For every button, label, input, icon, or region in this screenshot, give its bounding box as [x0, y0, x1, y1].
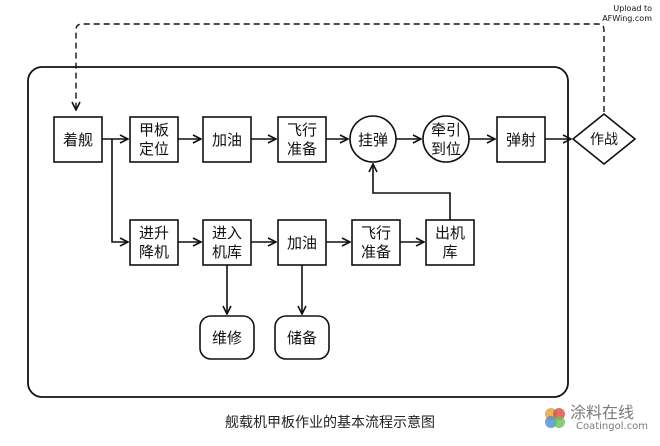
arrow-exit-to-mount — [373, 164, 451, 220]
node-maintenance-box — [199, 315, 255, 360]
upload-line2: AFWing.com — [602, 14, 652, 23]
watermark: 涂料在线 Coatingol.com — [536, 399, 656, 441]
arrow-landing-to-elevator — [111, 139, 128, 242]
watermark-en: Coatingol.com — [576, 421, 649, 432]
node-landing-label: 着舰 — [63, 131, 93, 149]
node-combat-label: 作战 — [590, 132, 618, 148]
return-loop-dashed — [76, 23, 605, 112]
node-refuel-bottom-box — [277, 219, 327, 266]
upload-line1: Upload to — [613, 4, 652, 13]
node-flight-prep-bottom-box — [351, 219, 401, 266]
node-flight-prep-top-box — [277, 116, 327, 163]
node-flight-prep-bottom-label: 飞行准备 — [361, 224, 391, 261]
node-launch-label: 弹射 — [506, 131, 536, 149]
node-exit-hangar-label: 出机库 — [435, 224, 465, 261]
watermark-cn: 涂料在线 — [570, 403, 635, 422]
coatingol-logo-icon — [545, 408, 565, 428]
node-mount-weapons-label: 挂弹 — [358, 131, 388, 149]
deck-frame — [27, 66, 569, 398]
upload-credit: Upload to AFWing.com — [562, 4, 652, 24]
node-combat-diamond — [571, 112, 637, 166]
node-flight-prep-top-label: 飞行准备 — [287, 121, 317, 158]
figure-caption: 舰载机甲板作业的基本流程示意图 — [225, 415, 435, 431]
node-maintenance-label: 维修 — [212, 329, 242, 347]
node-refuel-bottom-label: 加油 — [287, 234, 317, 252]
node-launch-box — [496, 116, 546, 163]
node-refuel-top-label: 加油 — [212, 131, 242, 149]
node-deck-positioning-box — [129, 116, 179, 163]
node-tow-to-position-label: 牵引到位 — [431, 121, 461, 158]
node-storage-box — [274, 315, 330, 360]
node-deck-positioning-label: 甲板定位 — [139, 121, 169, 158]
node-exit-hangar-box — [425, 219, 475, 266]
node-storage-label: 储备 — [287, 329, 317, 347]
node-elevator-label: 进升降机 — [139, 224, 169, 261]
node-enter-hangar-box — [202, 219, 252, 266]
node-landing-box — [53, 116, 103, 163]
node-enter-hangar-label: 进入机库 — [212, 224, 242, 261]
